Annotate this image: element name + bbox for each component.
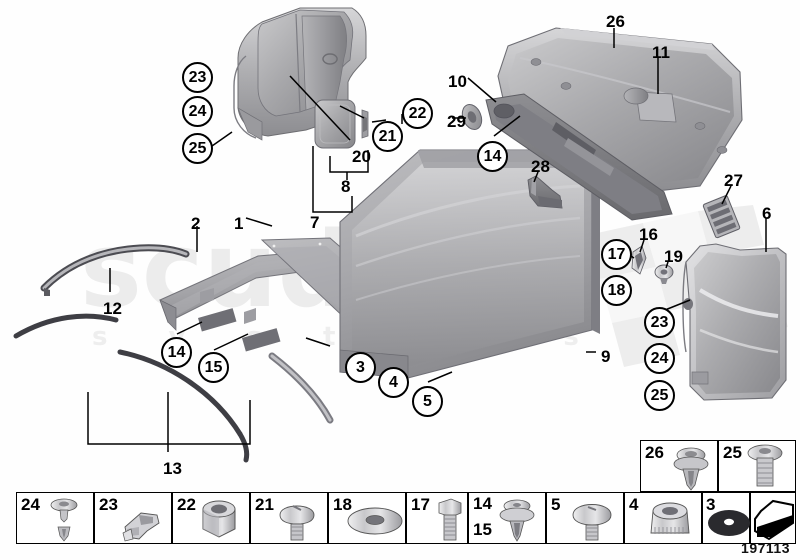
legend-cell-5[interactable]: 5 [546,492,624,544]
label-12[interactable]: 12 [103,299,122,318]
part-16-clip [631,245,647,275]
label-10[interactable]: 10 [448,72,467,91]
callout-24-left-a[interactable]: 24 [182,96,213,127]
part-6-right-trunk-trim [682,243,787,401]
dome-screw-icon [572,504,612,541]
part-7-left-trim-panel [233,7,367,141]
legend-cell-24[interactable]: 24 [16,492,94,544]
legend-cell-direction[interactable] [750,492,796,544]
part-9-bulkhead-panel [339,149,600,379]
callout-18[interactable]: 18 [601,275,632,306]
label-27[interactable]: 27 [724,171,743,190]
callout-4[interactable]: 4 [378,367,409,398]
expanding-rivet-icon [50,498,78,542]
button-head-screw-icon [747,444,783,487]
callout-21[interactable]: 21 [372,121,403,152]
legend-num-3: 3 [706,495,716,514]
callout-5[interactable]: 5 [412,386,443,417]
watermark-main: scuderia [80,209,580,331]
part-15-trim-curve [268,352,334,424]
label-9[interactable]: 9 [601,347,611,366]
legend-num-26: 26 [645,443,664,462]
legend-num-5: 5 [551,495,561,514]
legend-cell-17[interactable]: 17 [406,492,468,544]
label-28[interactable]: 28 [531,157,550,176]
callout-24-right[interactable]: 24 [644,343,675,374]
part-13-seal-upper [13,313,119,339]
part-12-weatherstrip [40,244,190,296]
callout-14-upper[interactable]: 14 [477,141,508,172]
label-29[interactable]: 29 [447,112,466,131]
checkered-flag-watermark [548,205,788,367]
callout-23-right[interactable]: 23 [644,307,675,338]
legend-cell-26[interactable]: 26 [640,440,718,492]
push-rivet-icon [499,499,535,542]
part-8-access-cover [314,99,369,149]
callout-14-lower[interactable]: 14 [161,337,192,368]
legend-num-18: 18 [333,495,352,514]
legend-num-15: 15 [473,520,492,539]
legend-cell-21[interactable]: 21 [250,492,328,544]
label-2[interactable]: 2 [191,214,201,233]
clip-bracket-icon [122,512,160,542]
label-26[interactable]: 26 [606,12,625,31]
part-19-washer-clip [654,264,674,284]
label-13[interactable]: 13 [163,459,182,478]
label-6[interactable]: 6 [762,204,772,223]
document-id: 197113 [741,540,790,556]
callout-25-left-a[interactable]: 25 [182,133,213,164]
callout-22[interactable]: 22 [402,98,433,129]
legend-num-23: 23 [99,495,118,514]
legend-cell-18[interactable]: 18 [328,492,406,544]
legend-num-17: 17 [411,495,430,514]
flat-washer-icon [347,507,403,535]
arrow-direction-icon [754,499,794,541]
label-8[interactable]: 8 [341,177,351,196]
callout-17[interactable]: 17 [601,239,632,270]
callout-23-left-a[interactable]: 23 [182,62,213,93]
legend-cell-4[interactable]: 4 [624,492,702,544]
legend-num-21: 21 [255,495,274,514]
legend-num-4: 4 [629,495,639,514]
legend-num-24: 24 [21,495,40,514]
hex-nut-icon [202,500,236,538]
callout-3[interactable]: 3 [345,352,376,383]
callout-25-right[interactable]: 25 [644,380,675,411]
legend-cell-14-15[interactable]: 14 15 [468,492,546,544]
hex-bolt-icon [438,498,462,541]
label-16[interactable]: 16 [639,225,658,244]
part-28-bracket [527,175,563,209]
legend-num-25: 25 [723,443,742,462]
label-7[interactable]: 7 [310,213,320,232]
part-2-sill-trim [159,249,331,352]
legend-num-14: 14 [473,494,492,513]
legend-cell-23[interactable]: 23 [94,492,172,544]
legend-cell-25[interactable]: 25 [718,440,796,492]
label-1[interactable]: 1 [234,214,244,233]
knurled-nut-icon [650,502,690,534]
label-11[interactable]: 11 [652,43,670,62]
pan-head-screw-icon [279,505,315,541]
label-19[interactable]: 19 [664,247,683,266]
flat-disc-washer-icon [708,510,750,536]
label-20[interactable]: 20 [352,147,371,166]
legend-num-22: 22 [177,495,196,514]
legend-cell-3[interactable]: 3 [702,492,750,544]
callout-15[interactable]: 15 [198,352,229,383]
expanding-rivet-icon [673,447,709,491]
legend-cell-22[interactable]: 22 [172,492,250,544]
part-27-vent-grille [702,195,741,239]
